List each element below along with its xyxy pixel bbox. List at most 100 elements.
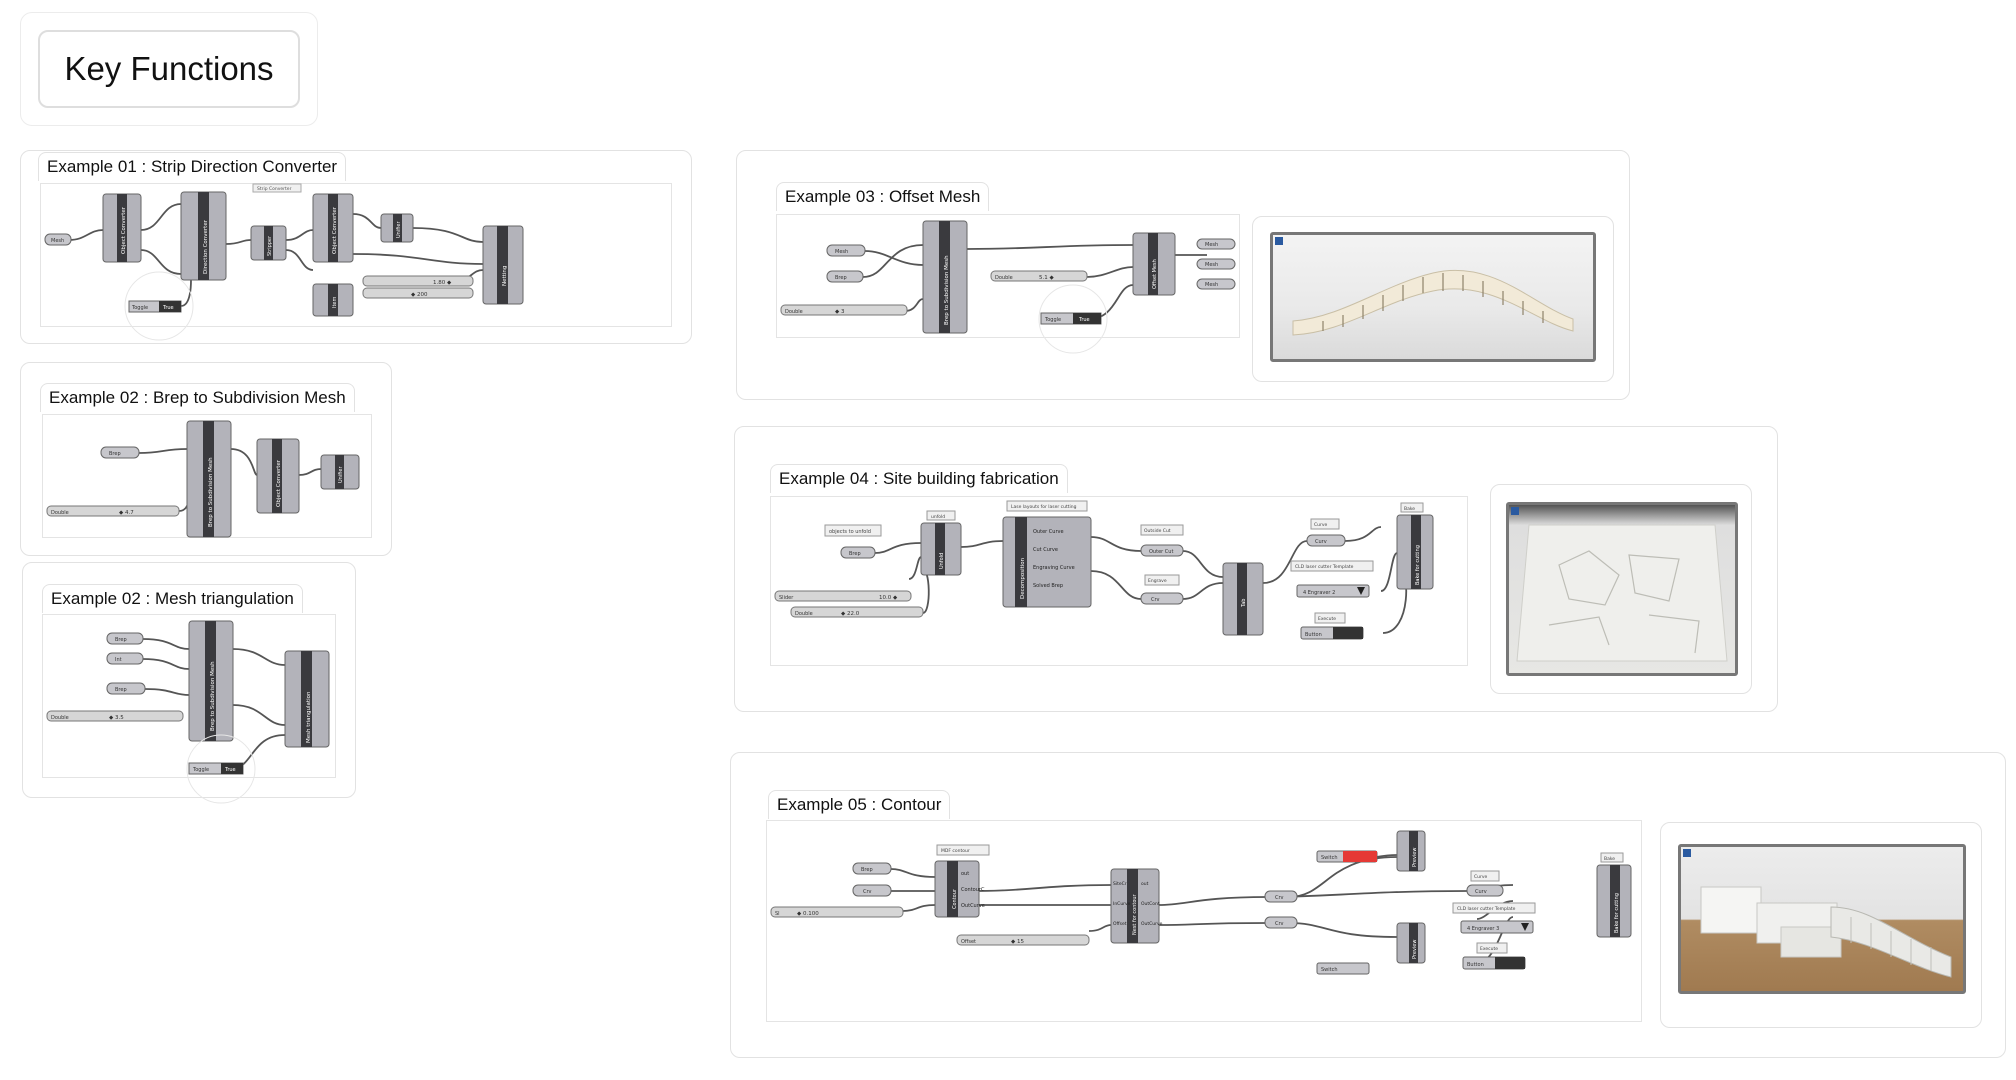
svg-text:Offset Mesh: Offset Mesh (1152, 259, 1158, 289)
svg-text:Object Converter: Object Converter (121, 206, 127, 254)
svg-text:CLD laser cutter Template: CLD laser cutter Template (1457, 906, 1516, 912)
svg-text:Preview: Preview (1412, 940, 1418, 959)
svg-text:Item: Item (332, 296, 338, 308)
svg-text:Brep: Brep (861, 867, 873, 873)
svg-text:out: out (1141, 881, 1149, 887)
svg-text:◆ 0.100: ◆ 0.100 (797, 911, 819, 917)
svg-text:Curv: Curv (1475, 889, 1487, 895)
svg-text:Crv: Crv (1275, 921, 1284, 927)
svg-text:Button: Button (1467, 962, 1484, 968)
example-04-definition: objects to unfold Brep Unfold unfold Dec… (774, 500, 1434, 640)
svg-text:Offset: Offset (961, 939, 976, 945)
svg-text:Curve: Curve (1474, 874, 1488, 880)
svg-text:Object Converter: Object Converter (332, 206, 338, 254)
example-04-canvas[interactable]: objects to unfold Brep Unfold unfold Dec… (770, 496, 1468, 666)
svg-text:Double: Double (51, 715, 69, 721)
example-02b-canvas[interactable]: Brep Int Brep Brep to Subdivision Mesh M… (42, 614, 336, 804)
svg-text:◆ 3: ◆ 3 (835, 309, 845, 315)
svg-text:out: out (961, 871, 969, 877)
svg-text:SiteCr: SiteCr (1113, 881, 1127, 887)
svg-text:Decomposition: Decomposition (1020, 557, 1026, 599)
svg-text:4 Engraver 3: 4 Engraver 3 (1467, 926, 1499, 932)
svg-text:◆ 4.7: ◆ 4.7 (119, 510, 134, 516)
example-02a-definition: Brep Brep to Subdivision Mesh Object Con… (46, 420, 360, 538)
contour-model-photo (1678, 844, 1966, 994)
svg-text:Cut Curve: Cut Curve (1033, 547, 1058, 553)
svg-text:InCurve: InCurve (1113, 901, 1131, 907)
svg-text:Bake: Bake (1604, 856, 1615, 862)
svg-text:Direction Converter: Direction Converter (203, 219, 209, 274)
svg-text:Curve: Curve (1314, 522, 1328, 528)
svg-text:Unifier: Unifier (338, 466, 344, 483)
svg-text:Double: Double (795, 611, 813, 617)
svg-text:Mesh: Mesh (1205, 262, 1218, 268)
svg-text:Int: Int (115, 657, 122, 663)
example-03-canvas[interactable]: Mesh Brep Brep to Subdivision Mesh Doubl… (776, 214, 1240, 354)
svg-text:◆ 200: ◆ 200 (411, 292, 428, 298)
svg-text:Execute: Execute (1480, 946, 1498, 952)
svg-text:Mesh triangulation: Mesh triangulation (306, 691, 312, 743)
svg-text:Switch: Switch (1321, 855, 1338, 861)
svg-text:objects to unfold: objects to unfold (829, 529, 871, 535)
svg-text:True: True (224, 767, 236, 773)
svg-text:Sl: Sl (775, 911, 780, 917)
svg-text:Tab: Tab (1241, 599, 1247, 608)
svg-text:1.80 ◆: 1.80 ◆ (433, 280, 452, 286)
svg-text:Preview: Preview (1412, 848, 1418, 867)
svg-text:Outside Cut: Outside Cut (1144, 528, 1171, 534)
svg-text:Double: Double (51, 510, 69, 516)
svg-text:Outer Curve: Outer Curve (1033, 529, 1064, 535)
svg-text:Mesh: Mesh (1205, 242, 1218, 248)
svg-text:True: True (1078, 317, 1090, 323)
example-02a-canvas[interactable]: Brep Brep to Subdivision Mesh Object Con… (42, 414, 372, 538)
svg-text:Double: Double (785, 309, 803, 315)
svg-text:◆ 15: ◆ 15 (1011, 939, 1024, 945)
example-01-canvas[interactable]: Mesh Object Converter Direction Converte… (40, 183, 672, 341)
svg-text:Unfold: Unfold (939, 553, 945, 569)
svg-text:Lase layouts for laser cutting: Lase layouts for laser cutting (1011, 504, 1077, 510)
svg-text:4 Engraver 2: 4 Engraver 2 (1303, 590, 1335, 596)
svg-text:CLD laser cutter Template: CLD laser cutter Template (1295, 564, 1354, 570)
svg-text:Nest for contour: Nest for contour (1132, 893, 1138, 935)
svg-text:Brep: Brep (849, 551, 861, 557)
svg-text:Toggle: Toggle (192, 767, 209, 773)
svg-text:OutCurve: OutCurve (1141, 921, 1163, 927)
svg-text:Object Converter: Object Converter (276, 459, 282, 507)
svg-text:5.1 ◆: 5.1 ◆ (1039, 275, 1054, 281)
svg-text:ContourC: ContourC (961, 887, 985, 893)
page-title: Key Functions (38, 30, 300, 108)
example-02b-title: Example 02 : Mesh triangulation (42, 584, 303, 613)
svg-text:Netting: Netting (502, 266, 508, 286)
wave-model-image (1275, 237, 1574, 336)
svg-text:Execute: Execute (1318, 616, 1336, 622)
svg-text:Engraving Curve: Engraving Curve (1033, 565, 1075, 571)
svg-text:Slider: Slider (779, 595, 794, 601)
offset-mesh-photo (1270, 232, 1596, 362)
example-05-canvas[interactable]: Brep Crv Contour out ContourC OutCurve M… (766, 820, 1642, 1022)
site-model-photo (1506, 502, 1738, 676)
example-02b-definition: Brep Int Brep Brep to Subdivision Mesh M… (46, 620, 330, 804)
heading-frame (20, 12, 318, 126)
svg-text:Brep: Brep (115, 687, 127, 693)
svg-text:Brep: Brep (109, 451, 121, 457)
svg-text:Toggle: Toggle (1044, 317, 1061, 323)
example-03-title: Example 03 : Offset Mesh (776, 182, 990, 211)
example-03-definition: Mesh Brep Brep to Subdivision Mesh Doubl… (780, 220, 1236, 354)
svg-text:10.0 ◆: 10.0 ◆ (879, 595, 898, 601)
svg-text:Mesh: Mesh (1205, 282, 1218, 288)
svg-text:Curv: Curv (1315, 539, 1327, 545)
example-04-title: Example 04 : Site building fabrication (770, 464, 1068, 493)
svg-text:OutCont: OutCont (1141, 901, 1160, 907)
example-05-definition: Brep Crv Contour out ContourC OutCurve M… (770, 830, 1632, 975)
svg-text:Engrave: Engrave (1148, 578, 1167, 584)
svg-text:◆ 22.0: ◆ 22.0 (841, 611, 860, 617)
svg-text:unfold: unfold (931, 514, 945, 520)
svg-text:Crv: Crv (863, 889, 872, 895)
example-02a-title: Example 02 : Brep to Subdivision Mesh (40, 383, 355, 412)
example-01-title: Example 01 : Strip Direction Converter (38, 152, 347, 181)
svg-text:Offset: Offset (1113, 921, 1127, 927)
svg-text:Stripper: Stripper (267, 235, 273, 256)
svg-text:Brep: Brep (835, 275, 847, 281)
svg-text:Brep to Subdivision Mesh: Brep to Subdivision Mesh (208, 457, 214, 527)
site-board-image (1511, 507, 1728, 662)
